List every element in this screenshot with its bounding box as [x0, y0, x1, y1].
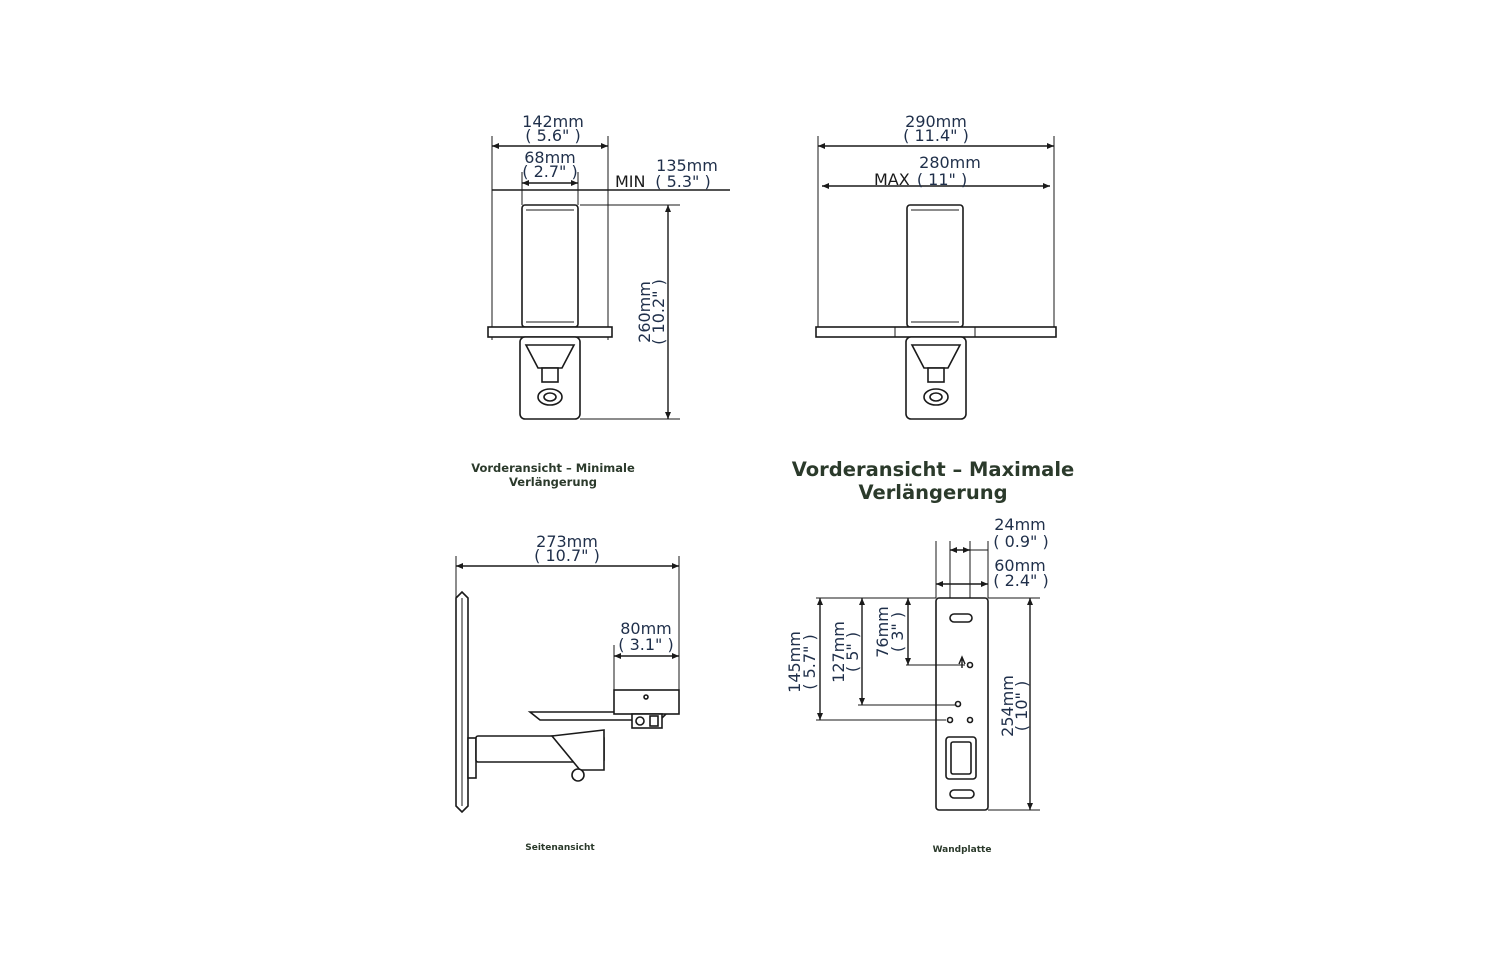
dim-60: 60mm — [994, 556, 1046, 575]
dim-127-in: ( 5" ) — [843, 632, 862, 672]
dim-80-in: ( 3.1" ) — [618, 635, 673, 654]
dim-68: 68mm — [524, 148, 576, 167]
dim-273: 273mm — [536, 532, 598, 551]
dim-290-in: ( 11.4" ) — [903, 126, 969, 145]
dim-76: 76mm — [873, 606, 892, 658]
caption-wall-plate: Wandplatte — [932, 845, 992, 855]
min-label: MIN — [615, 172, 646, 191]
dim-280: 280mm — [919, 153, 981, 172]
dim-280-in: ( 11" ) — [917, 170, 967, 189]
side-view: 273mm ( 10.7" ) 80mm ( 3.1" ) — [455, 532, 680, 814]
dim-260-in: ( 10.2" ) — [649, 279, 668, 345]
dim-142: 142mm — [522, 112, 584, 131]
dim-60-in: ( 2.4" ) — [993, 571, 1048, 590]
caption-front-min: Vorderansicht – Minimale Verlängerung — [471, 461, 635, 489]
dim-142-in: ( 5.6" ) — [525, 126, 580, 145]
front-view-min: 142mm ( 5.6" ) 68mm ( 2.7" ) MIN 135mm (… — [487, 112, 730, 420]
front-view-max: 290mm ( 11.4" ) MAX 280mm ( 11" ) — [815, 112, 1057, 420]
max-label: MAX — [874, 170, 910, 189]
dim-290: 290mm — [905, 112, 967, 131]
dim-145: 145mm — [785, 631, 804, 693]
dim-254: 254mm — [998, 675, 1017, 737]
dim-127: 127mm — [829, 621, 848, 683]
caption-front-max: Vorderansicht – Maximale Verlängerung — [791, 458, 1075, 504]
dim-68-in: ( 2.7" ) — [522, 162, 577, 181]
dim-24: 24mm — [994, 515, 1046, 534]
dim-145-in: ( 5.7" ) — [800, 634, 819, 689]
dim-135-in: ( 5.3" ) — [655, 172, 710, 191]
dim-254-in: ( 10" ) — [1012, 681, 1031, 731]
dim-260: 260mm — [635, 281, 654, 343]
dim-135: 135mm — [656, 156, 718, 175]
dim-273-in: ( 10.7" ) — [534, 546, 600, 565]
dim-24-in: ( 0.9" ) — [993, 532, 1048, 551]
wall-plate-view: 24mm ( 0.9" ) 60mm ( 2.4" ) 145mm ( 5.7"… — [785, 515, 1049, 811]
caption-side: Seitenansicht — [525, 843, 595, 853]
dim-80: 80mm — [620, 619, 672, 638]
dim-76-in: ( 3" ) — [888, 612, 907, 652]
